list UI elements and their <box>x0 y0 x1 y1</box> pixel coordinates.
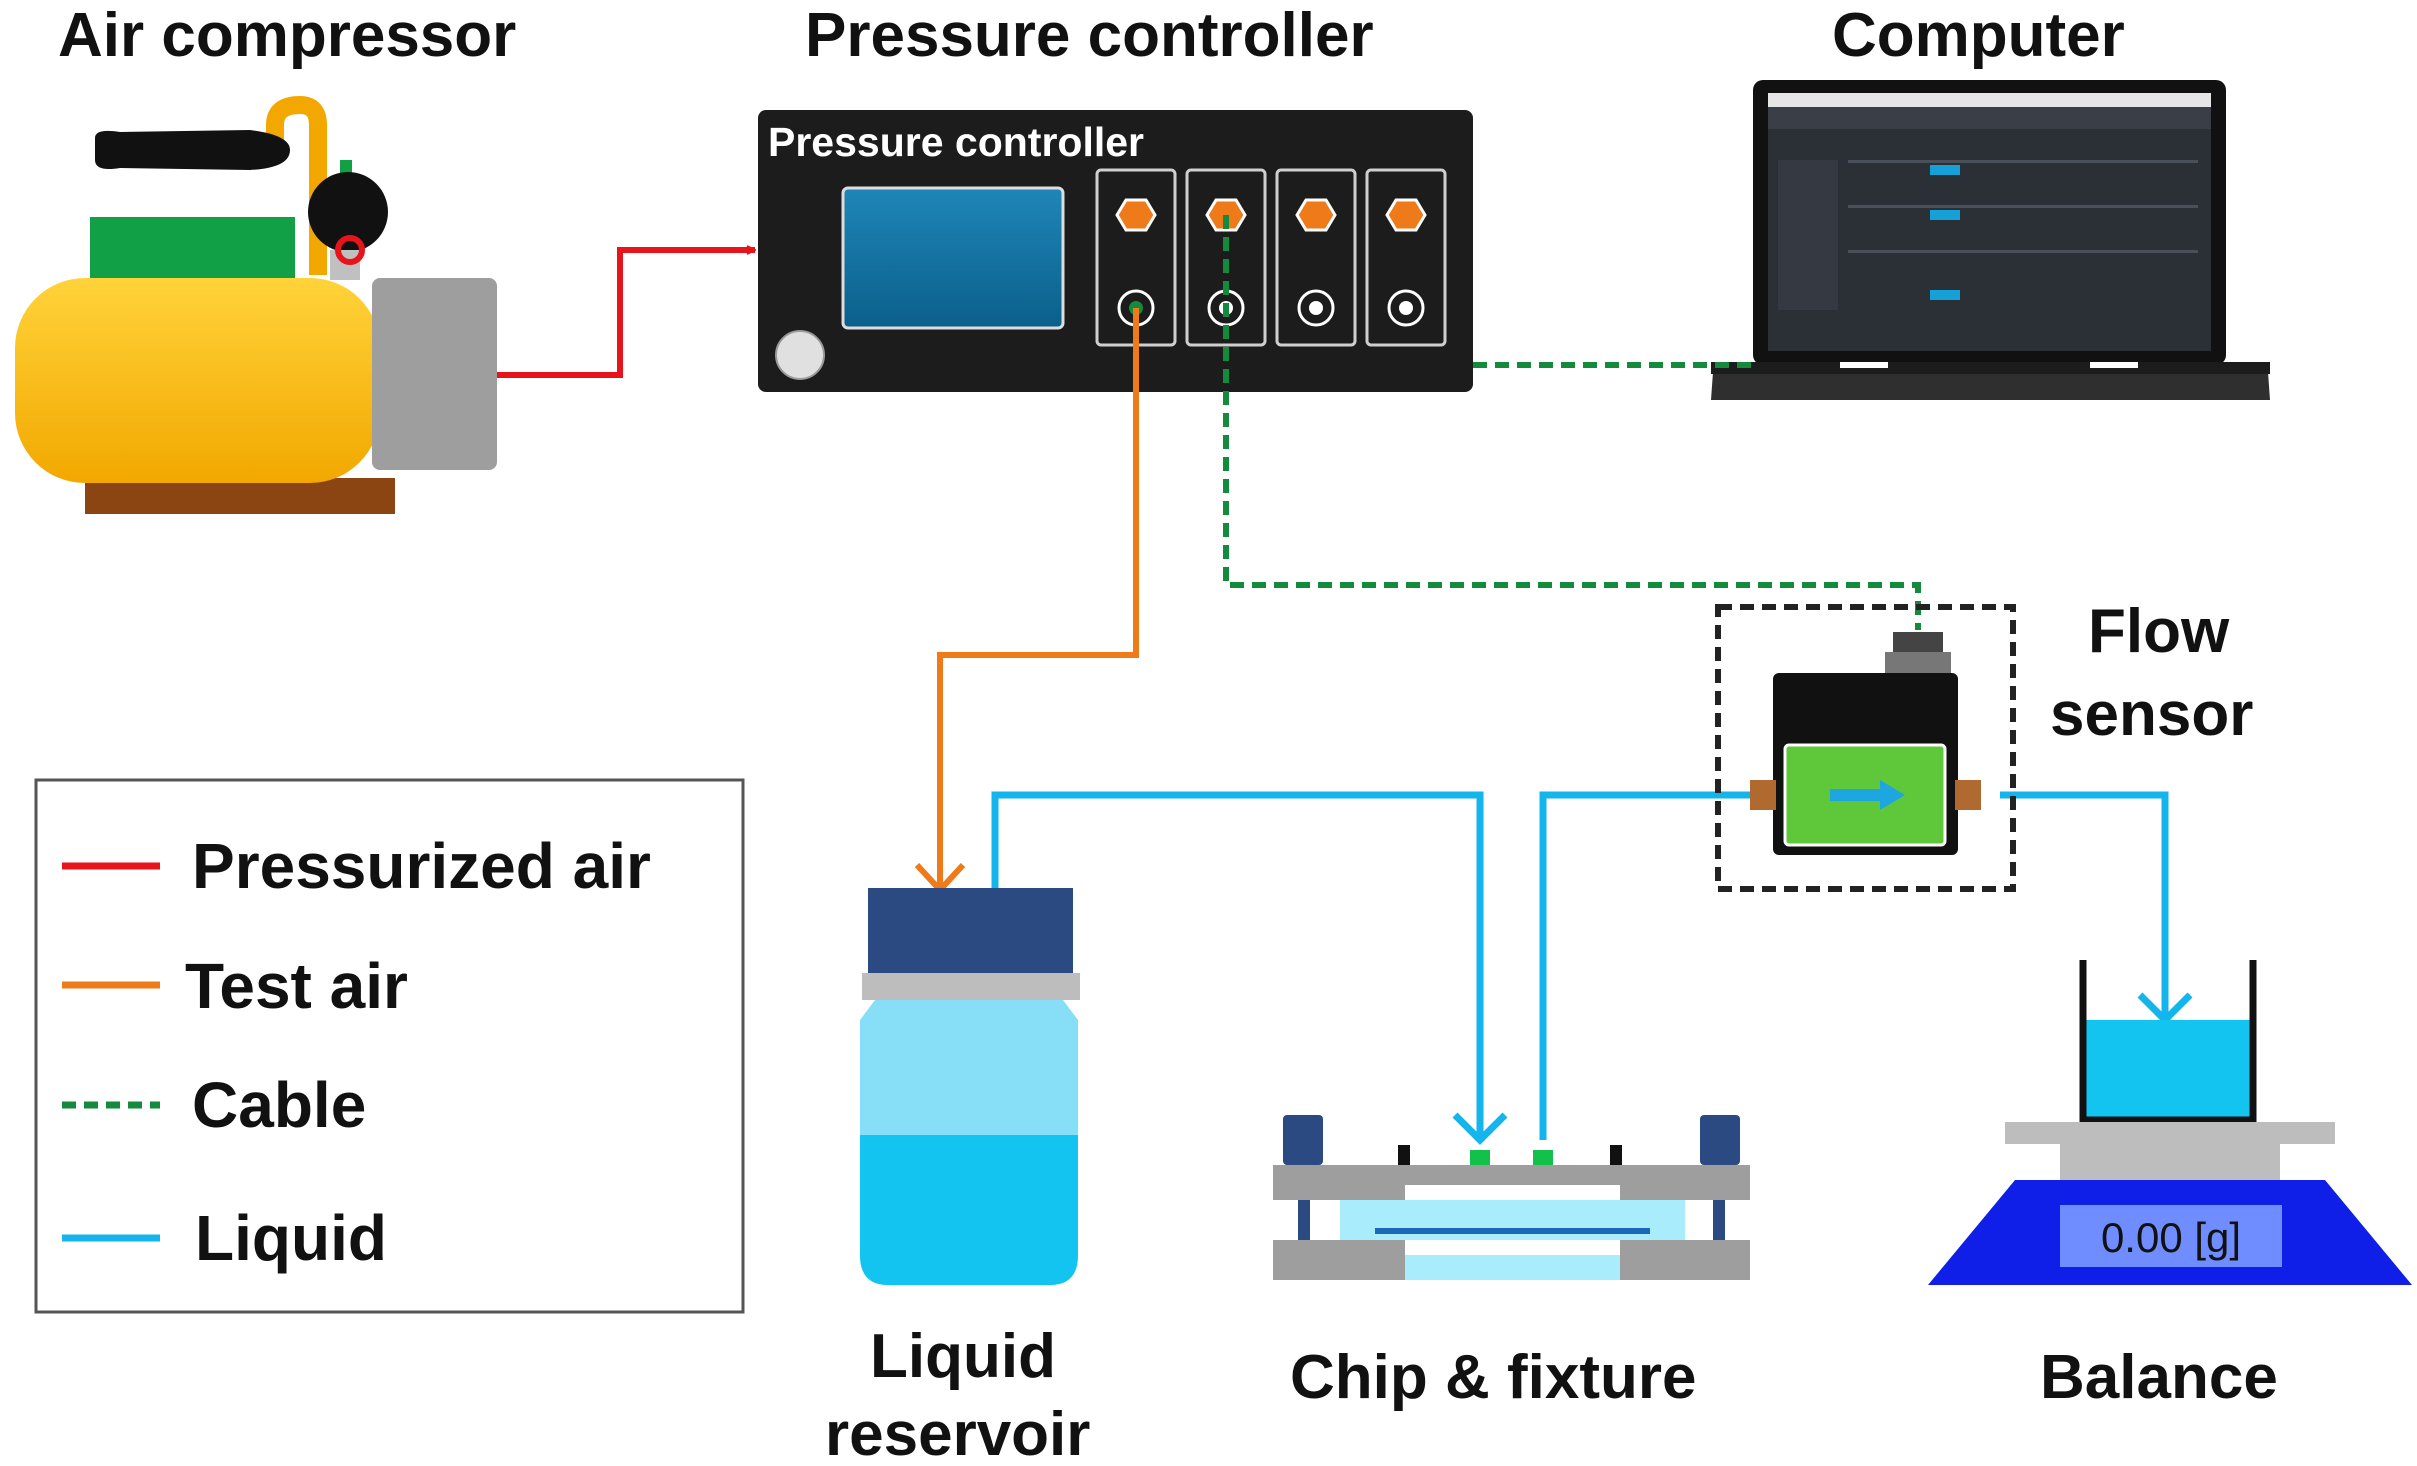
legend-label-pressurized-air: Pressurized air <box>192 830 651 902</box>
power-button-icon[interactable] <box>775 330 825 380</box>
legend-label-test-air: Test air <box>185 950 408 1022</box>
balance-pan <box>2005 1122 2335 1144</box>
reservoir-liquid <box>860 1135 1078 1285</box>
compressor-motor-cover <box>90 217 295 282</box>
laptop <box>1711 80 2270 400</box>
controller-panel-label: Pressure controller <box>768 119 1144 165</box>
balance-label: Balance <box>2040 1343 2278 1412</box>
controller-screen <box>841 186 1065 330</box>
laptop-screen <box>1768 93 2211 351</box>
balance-display-value: 0.00 [g] <box>2101 1214 2241 1261</box>
sensor-connector <box>1893 632 1943 654</box>
flow-arrow-icon <box>1880 780 1905 810</box>
pressure-controller: Pressure controller <box>758 110 1473 392</box>
flow-sensor-label-line1: Flow <box>2088 597 2230 666</box>
liquid-line-chip-sensor <box>1539 791 1760 1140</box>
air-compressor <box>15 95 497 514</box>
flow-sensor <box>1715 604 2016 892</box>
air-compressor-label: Air compressor <box>58 1 516 70</box>
legend: Pressurized air Test air Cable Liquid <box>34 778 745 1314</box>
reservoir-cap <box>868 888 1073 973</box>
liquid-line-sensor-balance <box>2000 791 2169 1020</box>
gauge-tip <box>340 160 352 174</box>
legend-label-liquid: Liquid <box>195 1202 387 1274</box>
chip-fixture <box>1273 1115 1750 1280</box>
gauge-stem <box>330 250 360 280</box>
output-port-icon <box>1385 198 1427 232</box>
output-port-icon <box>1115 198 1157 232</box>
flow-sensor-dashed-box <box>1715 604 2016 892</box>
gauge-valve-icon <box>335 235 365 265</box>
test-air-line <box>937 308 1139 888</box>
reservoir-neck <box>862 973 1080 1000</box>
balance: 0.00 [g] <box>1928 960 2412 1285</box>
pressurized-air-line <box>497 250 755 378</box>
compressor-pipe <box>266 95 327 275</box>
flow-sensor-label-line2: sensor <box>2050 680 2253 749</box>
channel-4 <box>1365 168 1447 347</box>
fixture-top-plate <box>1273 1165 1750 1200</box>
balance-display <box>2060 1205 2282 1267</box>
output-port-icon <box>1295 198 1337 232</box>
pressure-controller-label: Pressure controller <box>805 1 1374 70</box>
compressor-handle <box>95 130 290 170</box>
input-port-icon <box>1297 289 1335 327</box>
laptop-base <box>1711 372 2270 400</box>
compressor-tank <box>15 278 380 483</box>
balance-beaker-liquid <box>2083 1020 2253 1120</box>
liquid-reservoir <box>860 888 1080 1285</box>
chip-fixture-label: Chip & fixture <box>1290 1343 1696 1412</box>
balance-beaker <box>2079 960 2257 1124</box>
liquid-arrow-chip-icon <box>1452 1112 1508 1145</box>
computer-label: Computer <box>1832 1 2125 70</box>
liquid-reservoir-label-line2: reservoir <box>825 1400 1090 1466</box>
pressure-gauge-icon <box>308 172 388 252</box>
compressor-base <box>85 478 395 514</box>
liquid-reservoir-label-line1: Liquid <box>870 1322 1056 1391</box>
input-port-icon <box>1387 289 1425 327</box>
legend-label-cable: Cable <box>192 1069 366 1141</box>
channel-3 <box>1275 168 1357 347</box>
compressor-end-cap <box>372 278 497 470</box>
